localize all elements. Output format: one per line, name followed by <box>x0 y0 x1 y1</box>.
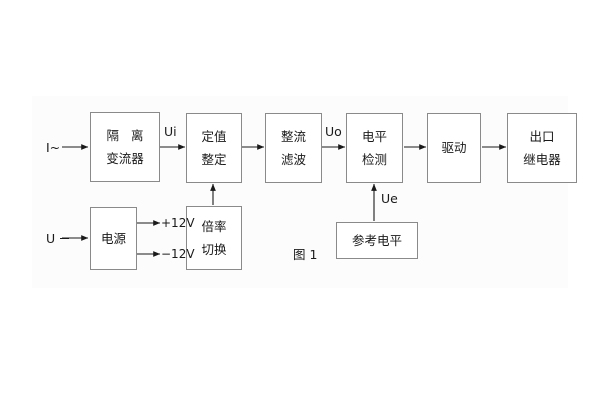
block-power-supply[interactable]: 电源 <box>90 207 137 270</box>
block-setting[interactable]: 定值 整定 <box>186 113 242 183</box>
figure-caption: 图 1 <box>293 247 318 262</box>
block-isolation-ct-line2: 变流器 <box>106 150 144 166</box>
rail-label-positive: +12V <box>161 216 195 230</box>
signal-label-input-voltage: U <box>46 231 56 246</box>
block-level-detect[interactable]: 电平 检测 <box>346 113 403 183</box>
block-rectify-filter-line2: 滤波 <box>280 151 306 167</box>
block-output-relay-line1: 出口 <box>529 129 555 145</box>
u-lead-dash <box>60 237 69 239</box>
block-level-detect-line1: 电平 <box>361 129 387 145</box>
block-drive-line1: 驱动 <box>441 140 467 156</box>
signal-label-ue: Ue <box>381 191 398 206</box>
signal-label-ui: Ui <box>164 124 177 139</box>
signal-label-input-current: I~ <box>46 140 61 155</box>
signal-label-uo: Uo <box>325 124 342 139</box>
block-multiplier-switch[interactable]: 倍率 切换 <box>186 206 242 270</box>
block-isolation-ct-line1: 隔 离 <box>106 128 148 144</box>
block-power-supply-line1: 电源 <box>100 230 126 246</box>
block-reference-level-line1: 参考电平 <box>351 232 402 248</box>
block-multiplier-switch-line1: 倍率 <box>201 219 227 235</box>
block-level-detect-line2: 检测 <box>361 151 387 167</box>
block-isolation-ct[interactable]: 隔 离 变流器 <box>90 112 160 182</box>
block-multiplier-switch-line2: 切换 <box>201 241 227 257</box>
block-rectify-filter-line1: 整流 <box>280 129 306 145</box>
block-rectify-filter[interactable]: 整流 滤波 <box>265 113 322 183</box>
block-reference-level[interactable]: 参考电平 <box>336 222 418 259</box>
block-output-relay[interactable]: 出口 继电器 <box>507 113 577 183</box>
rail-label-negative: −12V <box>161 247 195 261</box>
block-setting-line1: 定值 <box>201 129 227 145</box>
block-setting-line2: 整定 <box>201 151 227 167</box>
block-drive[interactable]: 驱动 <box>427 113 481 183</box>
block-output-relay-line2: 继电器 <box>523 151 561 167</box>
